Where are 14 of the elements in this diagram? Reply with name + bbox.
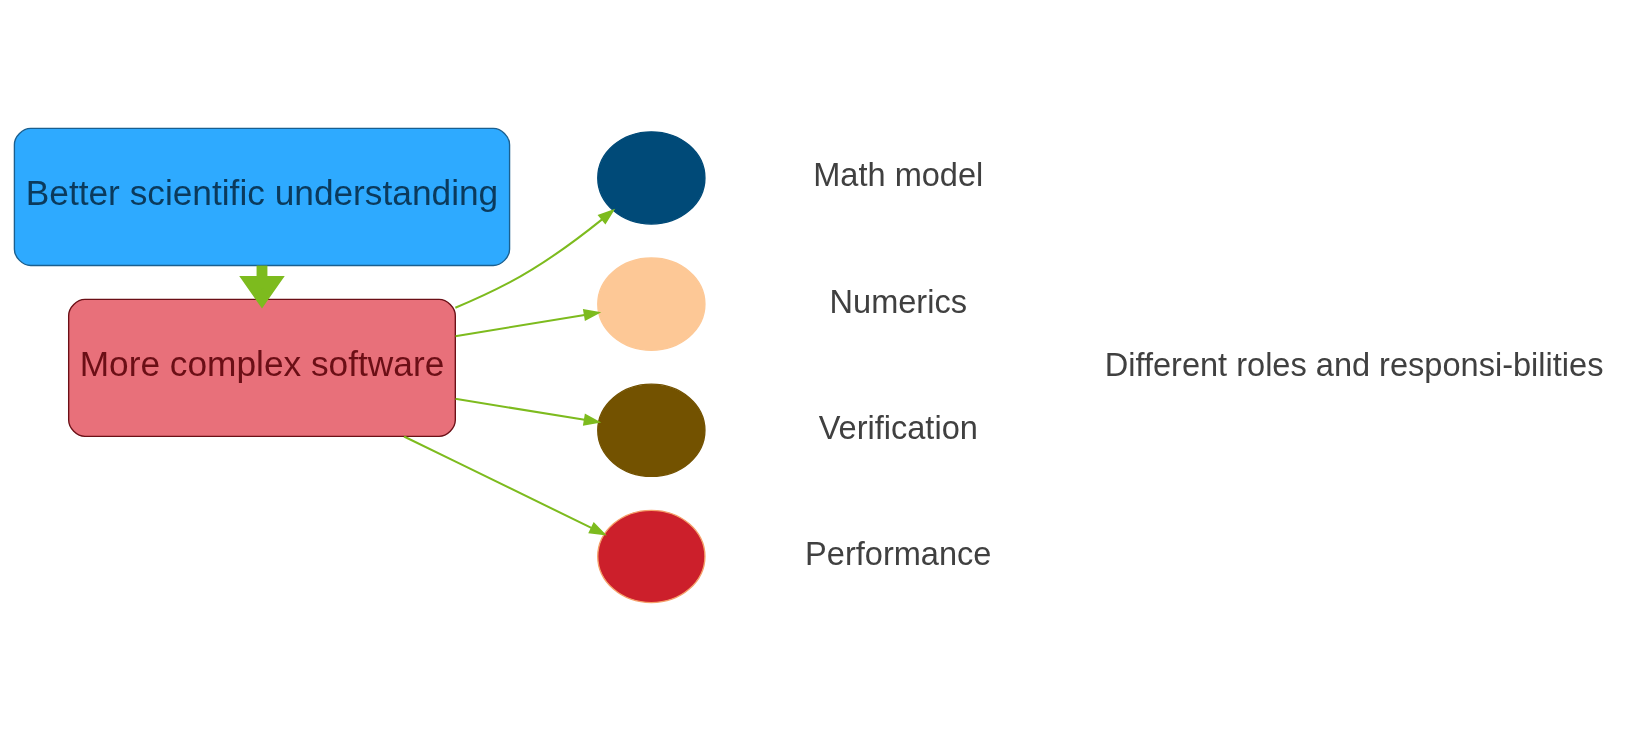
node-label: Numerics [829, 283, 967, 320]
node-circle [597, 257, 706, 351]
node-box: More complex software [68, 298, 456, 438]
node-label: Verification [818, 409, 978, 446]
arrow [403, 435, 607, 536]
node-label: Performance [805, 535, 992, 572]
node-label: Math model [813, 157, 984, 194]
node-box: Better scientific understanding [13, 127, 511, 267]
node-circle [597, 509, 706, 604]
arrow [455, 308, 602, 338]
arrow [455, 397, 602, 426]
node-circle [597, 383, 706, 478]
arrow [454, 208, 616, 309]
label: Different roles and responsi-bilities [1104, 347, 1604, 384]
